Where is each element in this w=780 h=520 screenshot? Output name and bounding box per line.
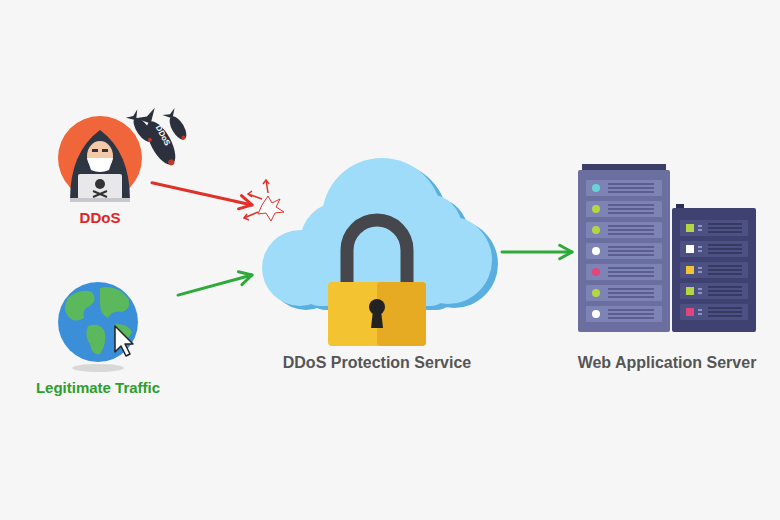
server-icon xyxy=(572,160,762,338)
diagram-node: Web Application Server xyxy=(572,160,762,376)
flow-arrow xyxy=(152,183,252,209)
diagram-node: DDoS Protection Service xyxy=(252,150,502,376)
cloud-icon xyxy=(252,150,502,350)
diagram-node: DDoS xyxy=(48,112,152,230)
flow-arrow xyxy=(178,272,252,295)
node-label: DDoS Protection Service xyxy=(283,354,472,376)
deflect-burst xyxy=(244,180,284,221)
diagram-node: Legitimate Traffic xyxy=(18,278,178,400)
flow-arrow xyxy=(502,245,572,258)
node-label: Web Application Server xyxy=(578,354,757,376)
hacker-icon xyxy=(48,112,152,204)
node-label: Legitimate Traffic xyxy=(36,379,160,400)
globe-icon xyxy=(18,278,178,373)
node-label: DDoS xyxy=(80,209,121,230)
